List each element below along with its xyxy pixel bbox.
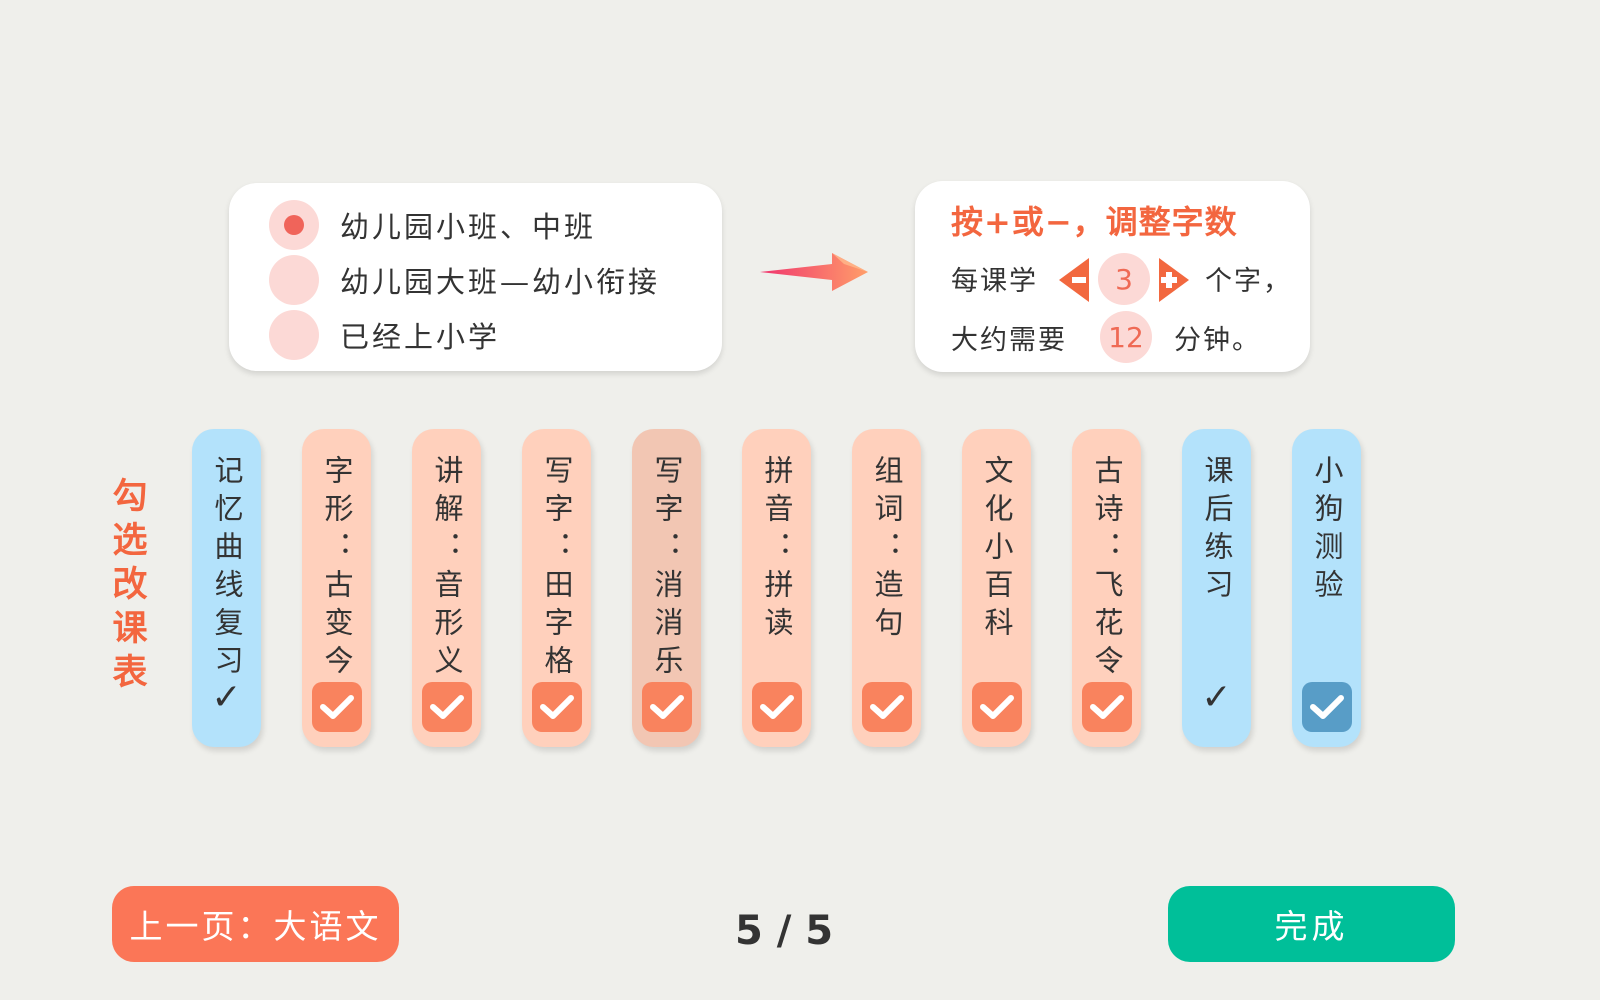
checkbox-checked-icon[interactable] bbox=[972, 682, 1022, 732]
course-label: 字形：古变今 bbox=[320, 455, 354, 683]
checkbox-checked-icon[interactable] bbox=[642, 682, 692, 732]
level-option-2[interactable]: 已经上小学 bbox=[269, 309, 500, 361]
level-option-1[interactable]: 幼儿园大班—幼小衔接 bbox=[269, 254, 660, 306]
checkbox-checked-icon[interactable] bbox=[422, 682, 472, 732]
course-item-8[interactable]: 古诗：飞花令 bbox=[1072, 429, 1141, 747]
level-option-0[interactable]: 幼儿园小班、中班 bbox=[269, 199, 596, 251]
course-label: 组词：造句 bbox=[870, 455, 904, 645]
plus-icon[interactable] bbox=[1159, 258, 1189, 302]
course-label: 文化小百科 bbox=[980, 455, 1014, 645]
word-count-value: 3 bbox=[1098, 253, 1150, 305]
radio-button[interactable] bbox=[269, 310, 319, 360]
page-indicator: 5 / 5 bbox=[734, 908, 834, 954]
word-count-card: 按+或−，调整字数 每课学 3 个字， 大约需要 12 分钟。 bbox=[915, 181, 1310, 372]
count-line1-prefix: 每课学 bbox=[951, 266, 1038, 297]
course-label: 古诗：飞花令 bbox=[1090, 455, 1124, 683]
course-label: 小狗测验 bbox=[1310, 455, 1344, 607]
course-label: 讲解：音形义 bbox=[430, 455, 464, 683]
minus-icon[interactable] bbox=[1059, 258, 1089, 302]
course-item-4[interactable]: 写字：消消乐 bbox=[632, 429, 701, 747]
checkbox-checked-icon[interactable] bbox=[532, 682, 582, 732]
count-card-title: 按+或−，调整字数 bbox=[951, 203, 1238, 241]
radio-button[interactable] bbox=[269, 200, 319, 250]
level-selection-card: 幼儿园小班、中班 幼儿园大班—幼小衔接 已经上小学 bbox=[229, 183, 722, 371]
count-line2-suffix: 分钟。 bbox=[1174, 325, 1261, 356]
course-label: 课后练习 bbox=[1200, 455, 1234, 607]
level-label: 幼儿园小班、中班 bbox=[340, 210, 597, 244]
course-item-0[interactable]: 记忆曲线复习 ✓ bbox=[192, 429, 261, 747]
course-item-3[interactable]: 写字：田字格 bbox=[522, 429, 591, 747]
check-mark-icon[interactable]: ✓ bbox=[1201, 677, 1232, 718]
checkbox-checked-icon[interactable] bbox=[312, 682, 362, 732]
course-label: 记忆曲线复习 bbox=[210, 455, 244, 683]
course-item-5[interactable]: 拼音：拼读 bbox=[742, 429, 811, 747]
prev-page-button[interactable]: 上一页：大语文 bbox=[112, 886, 399, 962]
level-label: 已经上小学 bbox=[340, 320, 501, 354]
checkbox-checked-icon[interactable] bbox=[1302, 682, 1352, 732]
course-section-title: 勾选改课表 bbox=[112, 476, 148, 693]
course-item-2[interactable]: 讲解：音形义 bbox=[412, 429, 481, 747]
count-line1-suffix: 个字， bbox=[1205, 266, 1292, 297]
done-button[interactable]: 完成 bbox=[1168, 886, 1455, 962]
count-line2-prefix: 大约需要 bbox=[951, 325, 1067, 356]
course-label: 拼音：拼读 bbox=[760, 455, 794, 645]
course-label: 写字：田字格 bbox=[540, 455, 574, 683]
level-label: 幼儿园大班—幼小衔接 bbox=[340, 265, 661, 299]
arrow-right-icon bbox=[760, 253, 868, 291]
course-item-9[interactable]: 课后练习 ✓ bbox=[1182, 429, 1251, 747]
course-item-1[interactable]: 字形：古变今 bbox=[302, 429, 371, 747]
checkbox-checked-icon[interactable] bbox=[1082, 682, 1132, 732]
course-item-6[interactable]: 组词：造句 bbox=[852, 429, 921, 747]
course-item-7[interactable]: 文化小百科 bbox=[962, 429, 1031, 747]
checkbox-checked-icon[interactable] bbox=[752, 682, 802, 732]
course-item-10[interactable]: 小狗测验 bbox=[1292, 429, 1361, 747]
radio-button[interactable] bbox=[269, 255, 319, 305]
check-mark-icon[interactable]: ✓ bbox=[211, 677, 242, 718]
minutes-value: 12 bbox=[1100, 311, 1152, 363]
checkbox-checked-icon[interactable] bbox=[862, 682, 912, 732]
course-label: 写字：消消乐 bbox=[650, 455, 684, 683]
